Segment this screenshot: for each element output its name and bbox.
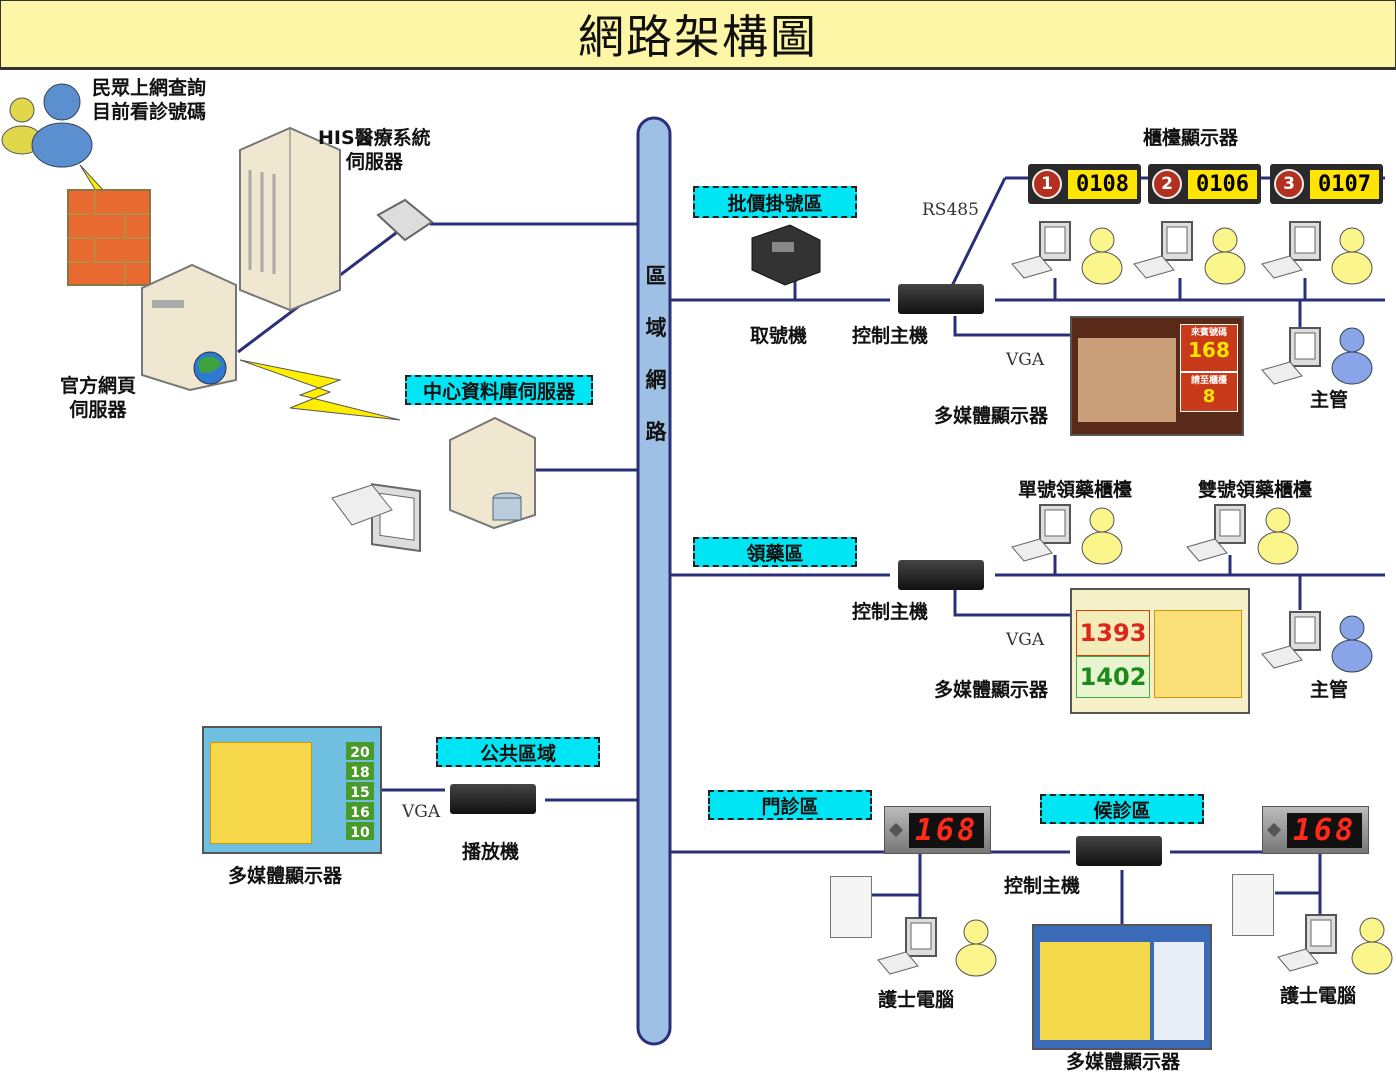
display-top-label: 來賓號碼 — [1190, 328, 1227, 338]
multimedia-display-1: 來賓號碼 168 請至櫃檯 8 — [1070, 316, 1244, 436]
backbone-label-3: 網 — [645, 368, 667, 392]
backbone-label-4: 路 — [645, 420, 667, 444]
public-query-label: 民眾上網查詢目前看診號碼 — [92, 77, 207, 123]
vga-label: VGA — [402, 802, 441, 822]
display-bottom-value: 8 — [1202, 386, 1216, 407]
led-display-2: 168 — [1262, 806, 1370, 854]
title-bar: 網路架構圖 — [0, 0, 1396, 70]
led-value: 168 — [1287, 812, 1363, 848]
control-host-label: 控制主機 — [852, 601, 929, 623]
control-host-label: 控制主機 — [852, 325, 929, 347]
firewall-icon — [67, 189, 151, 286]
supervisor-label: 主管 — [1310, 389, 1349, 411]
zone-pharmacy: 領藥區 — [693, 537, 857, 567]
vga-label: VGA — [1006, 350, 1045, 370]
ticket-machine-icon — [751, 224, 821, 286]
odd-counter-label: 單號領藥櫃檯 — [1018, 479, 1133, 501]
counter-number: 0108 — [1068, 169, 1137, 199]
backbone-label-1: 區 — [645, 264, 667, 288]
keypad-icon — [1232, 874, 1274, 936]
counter-display-label: 櫃檯顯示器 — [1143, 127, 1239, 149]
multimedia-display-4 — [1032, 924, 1212, 1050]
keypad-icon — [830, 876, 872, 938]
control-host-label: 控制主機 — [1004, 875, 1081, 897]
his-server-label: HIS醫療系統伺服器 — [318, 127, 431, 173]
ticket-machine-label: 取號機 — [750, 325, 808, 347]
display-value-2: 1402 — [1076, 656, 1150, 698]
counter-number: 0106 — [1188, 169, 1257, 199]
display-number: 20 — [350, 745, 370, 761]
vga-label: VGA — [1006, 630, 1045, 650]
led-display-1: 168 — [884, 806, 992, 854]
multimedia-display-2: 1393 1402 — [1070, 588, 1250, 714]
counter-display-2: 2 0106 — [1148, 164, 1261, 204]
display-value-1: 1393 — [1076, 610, 1150, 656]
db-workstation-icon — [331, 483, 421, 553]
control-host-icon — [898, 560, 984, 590]
zone-registration: 批價掛號區 — [693, 186, 857, 218]
db-server-icon — [449, 416, 536, 530]
backbone-pipe — [636, 116, 672, 1046]
display-number: 15 — [350, 785, 370, 801]
nurse-pc-label: 護士電腦 — [1280, 985, 1357, 1007]
counter-display-3: 3 0107 — [1270, 164, 1383, 204]
counter-index: 2 — [1152, 169, 1182, 199]
zone-public: 公共區域 — [436, 737, 600, 767]
multimedia-display-label: 多媒體顯示器 — [934, 405, 1049, 427]
control-host-icon — [898, 284, 984, 314]
supervisor-label: 主管 — [1310, 679, 1349, 701]
player-icon — [450, 784, 536, 814]
display-number: 18 — [350, 765, 370, 781]
multimedia-display-label: 多媒體顯示器 — [228, 865, 343, 887]
counter-index: 1 — [1032, 169, 1062, 199]
multimedia-display-3: 20 18 15 16 10 — [202, 726, 382, 854]
multimedia-display-label: 多媒體顯示器 — [934, 679, 1049, 701]
counter-number: 0107 — [1310, 169, 1379, 199]
multimedia-display-label: 多媒體顯示器 — [1066, 1051, 1181, 1073]
his-server-icon — [239, 126, 341, 312]
display-number: 16 — [350, 805, 370, 821]
web-server-label: 官方網頁伺服器 — [60, 375, 137, 421]
led-value: 168 — [909, 812, 985, 848]
nurse-pc-label: 護士電腦 — [878, 989, 955, 1011]
zone-clinic: 門診區 — [708, 790, 872, 820]
zone-waiting: 候診區 — [1040, 794, 1204, 824]
lightning-icon — [239, 359, 401, 421]
counter-display-1: 1 0108 — [1028, 164, 1141, 204]
users-icon — [1, 83, 93, 168]
web-server-icon — [141, 263, 237, 392]
db-server-label: 中心資料庫伺服器 — [405, 375, 593, 405]
control-host-icon — [1076, 836, 1162, 866]
display-number: 10 — [350, 825, 370, 841]
display-bottom-label: 請至櫃檯 — [1190, 376, 1227, 386]
even-counter-label: 雙號領藥櫃檯 — [1198, 479, 1313, 501]
counter-index: 3 — [1274, 169, 1304, 199]
display-top-value: 168 — [1188, 338, 1230, 362]
player-label: 播放機 — [462, 841, 520, 863]
backbone-label-2: 域 — [645, 316, 667, 340]
page-title: 網路架構圖 — [578, 10, 818, 64]
rs485-label: RS485 — [922, 200, 979, 220]
switch-icon — [376, 198, 434, 242]
